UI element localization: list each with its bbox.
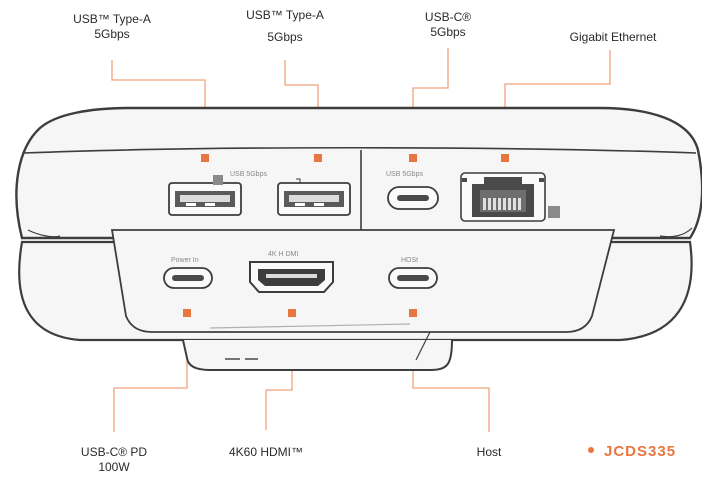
label-usb-a-1-line1: USB™ Type-A [73, 12, 151, 26]
usb-c-port-top [387, 186, 439, 210]
label-usb-a-2-bottom: 5Gbps [267, 30, 303, 44]
model-number: JCDS335 [588, 443, 676, 460]
model-bullet [588, 447, 594, 454]
marker-host [409, 309, 417, 317]
hub-foot [182, 339, 453, 371]
usb-a-port-2 [277, 182, 351, 216]
device-label-hdmi: 4K H DMI [268, 251, 298, 258]
ethernet-port [460, 172, 546, 222]
model-text: JCDS335 [604, 443, 677, 460]
label-ethernet: Gigabit Ethernet [569, 30, 657, 44]
label-usb-a-1: USB™ Type-A 5Gbps [72, 12, 152, 42]
label-hdmi: 4K60 HDMI™ [228, 445, 304, 459]
marker-usb-a-2 [314, 154, 322, 162]
marker-usb-c [409, 154, 417, 162]
label-usb-c-pd-line1: USB-C® PD [80, 445, 148, 459]
host-usb-c-port [388, 267, 438, 289]
marker-usb-c-pd [183, 309, 191, 317]
marker-ethernet [501, 154, 509, 162]
hdmi-port [249, 261, 334, 293]
usb-c-pd-port [163, 267, 213, 289]
label-usb-c-line2: 5Gbps [430, 25, 466, 39]
marker-usb-a-1 [201, 154, 209, 162]
hub-upper-shell [15, 106, 702, 240]
label-usb-c: USB-C® 5Gbps [418, 10, 478, 40]
gray-marker-2 [548, 206, 560, 218]
label-usb-a-2-top: USB™ Type-A [246, 8, 324, 22]
front-port-panel [110, 229, 616, 333]
label-host: Host [476, 445, 502, 459]
label-usb-c-line1: USB-C® [424, 10, 472, 24]
device-label-host: HOSt [401, 257, 418, 264]
label-usb-c-pd: USB-C® PD 100W [74, 445, 154, 475]
usb-a-port-1 [168, 182, 242, 216]
device-label-usb-right: USB 5Gbps [386, 171, 423, 178]
device-label-power-in: Power In [171, 257, 199, 264]
gray-marker-1 [213, 175, 223, 185]
marker-hdmi [288, 309, 296, 317]
label-usb-c-pd-line2: 100W [98, 460, 130, 474]
device-label-usb-left: USB 5Gbps [230, 171, 267, 178]
label-usb-a-1-line2: 5Gbps [94, 27, 130, 41]
